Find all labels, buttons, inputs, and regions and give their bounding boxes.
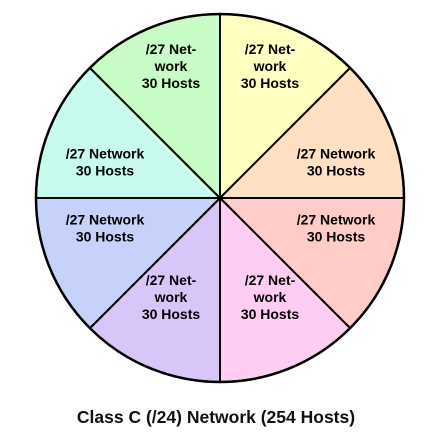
- wedge-label-line: 30 Hosts: [241, 75, 300, 91]
- pie-outline: [34, 12, 406, 384]
- wedge-label-line: 30 Hosts: [142, 75, 201, 91]
- wedge-label-line: /27 Net-: [146, 41, 197, 57]
- wedge-label-line: /27 Net-: [245, 41, 296, 57]
- wedge-label-line: 30 Hosts: [307, 163, 366, 179]
- wedge-label-line: /27 Network: [66, 146, 145, 162]
- wedge-label-line: /27 Net-: [146, 272, 197, 288]
- wedge-label-line: work: [253, 58, 287, 74]
- wedge-label-line: 30 Hosts: [142, 306, 201, 322]
- wedge-label-line: /27 Net-: [245, 272, 296, 288]
- wedge-label-line: 30 Hosts: [241, 306, 300, 322]
- wedge-label-line: 30 Hosts: [76, 229, 135, 245]
- wedge-label-line: /27 Network: [66, 212, 145, 228]
- diagram-caption: Class C (/24) Network (254 Hosts): [76, 407, 356, 427]
- wedge-label-line: work: [253, 289, 287, 305]
- wedge-label-line: /27 Network: [297, 212, 376, 228]
- wedge-label-line: work: [154, 58, 188, 74]
- wedge-label-line: 30 Hosts: [76, 163, 135, 179]
- wedge-label-line: /27 Network: [297, 146, 376, 162]
- wedge-label-line: work: [154, 289, 188, 305]
- wedge-label-line: 30 Hosts: [307, 229, 366, 245]
- pie-wedges: [34, 12, 406, 384]
